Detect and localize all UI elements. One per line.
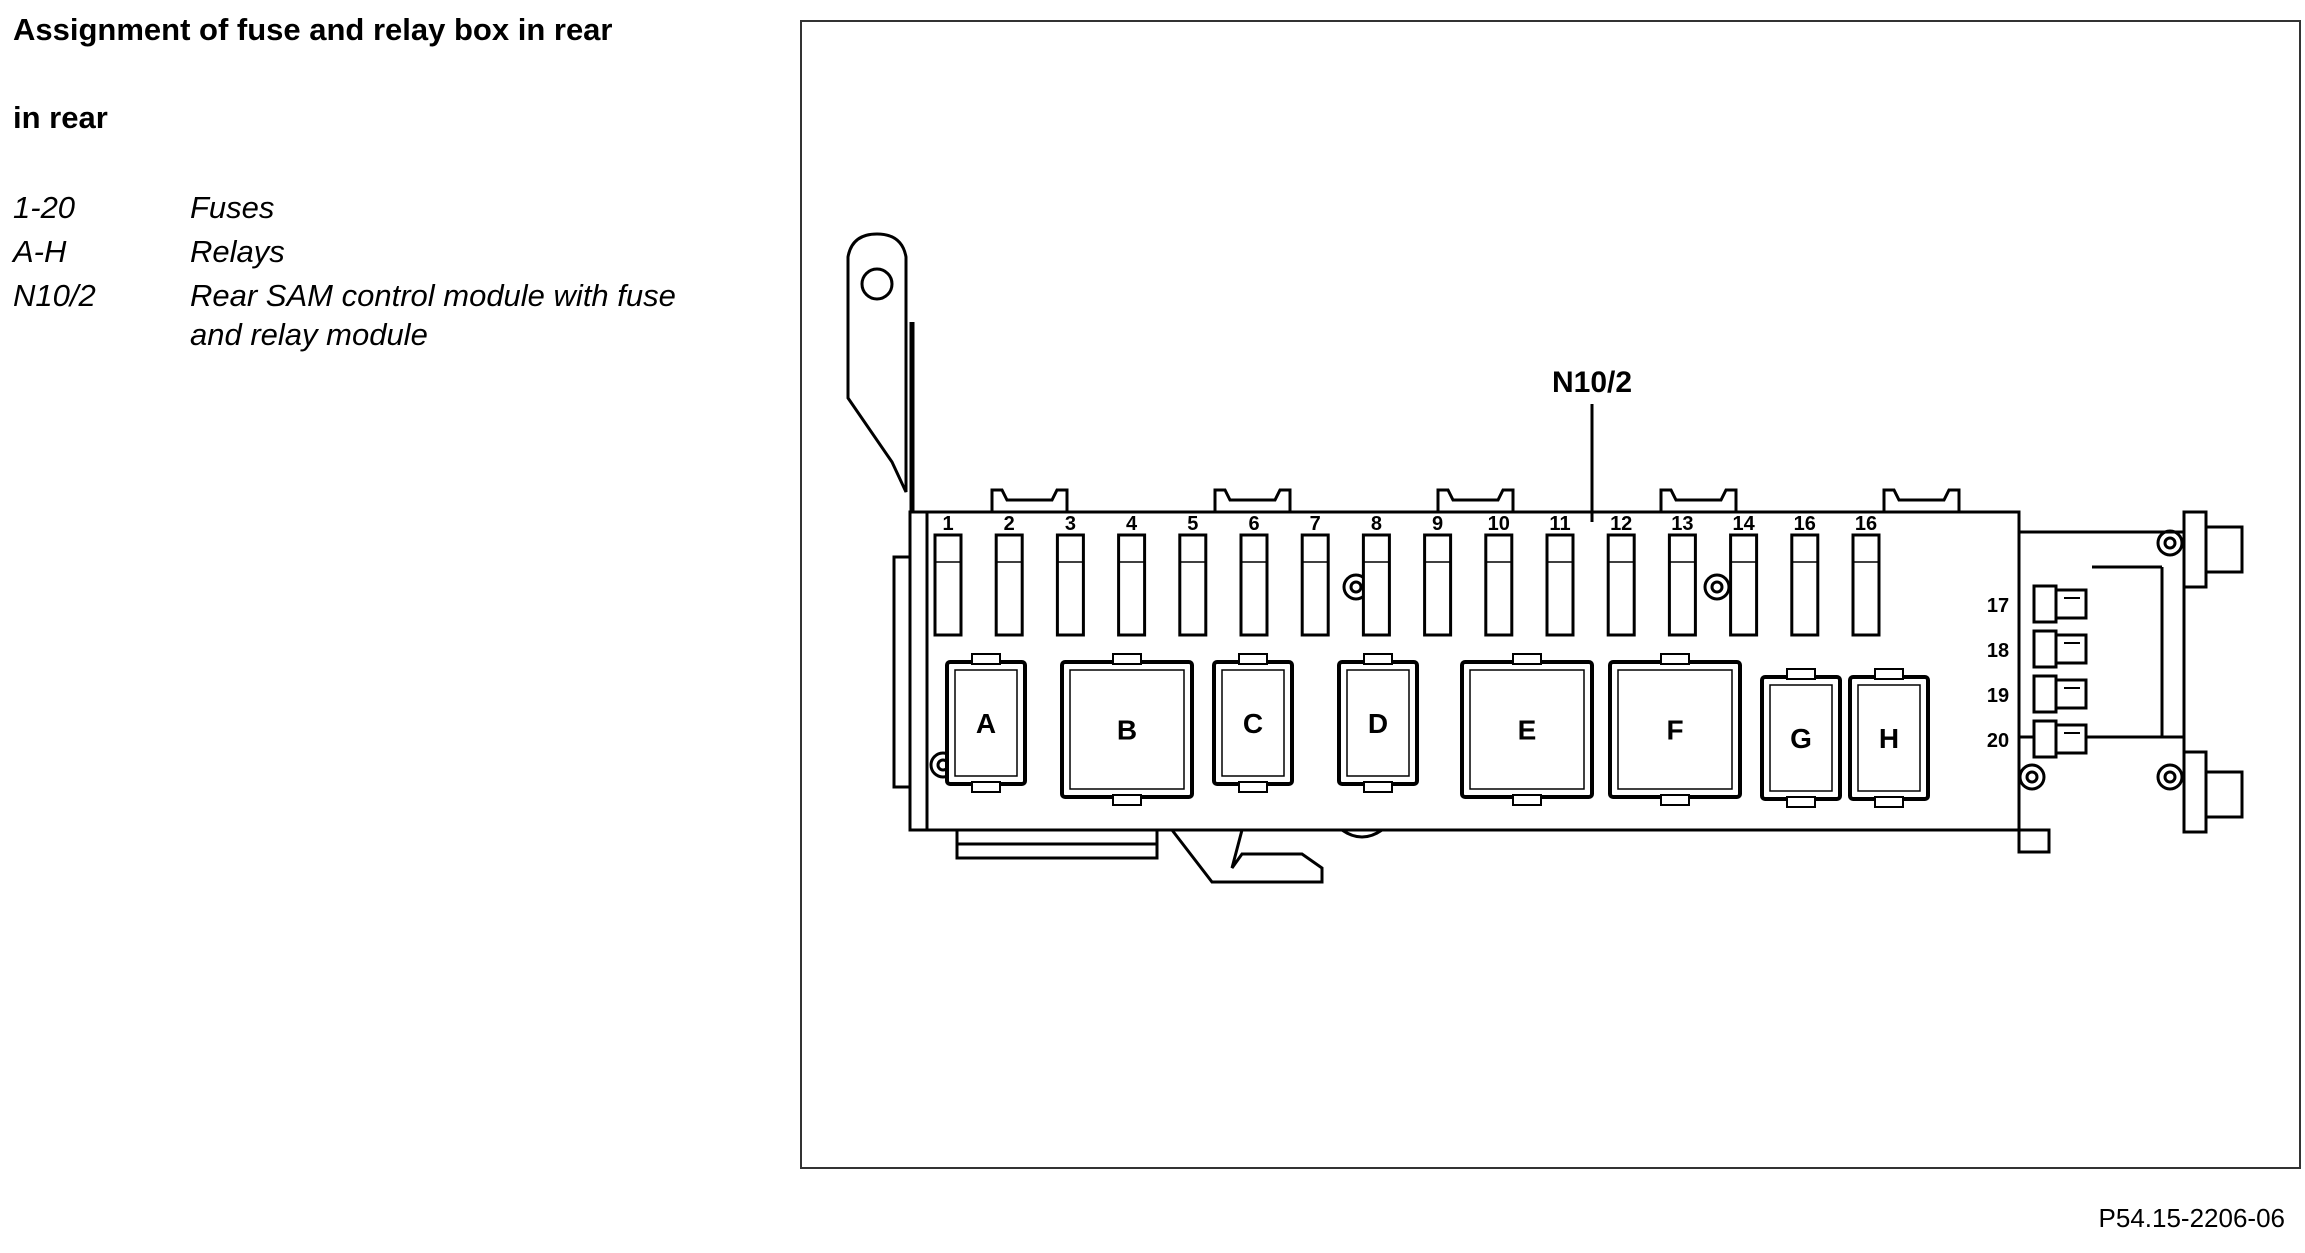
relay-a: A [945,653,1027,793]
fuse-label: 13 [1671,513,1693,535]
legend-item-fuses: 1-20 Fuses [13,186,710,230]
fuse-label: 7 [1310,513,1321,535]
fuse-label: 16 [1794,513,1816,535]
fuse-18: 18 [1987,629,2088,669]
relay-b: B [1060,653,1194,806]
fuse-label: 2 [1004,513,1015,535]
fuse-20: 20 [1987,719,2088,759]
relay-label: C [1243,708,1263,739]
fuse-label: 12 [1610,513,1632,535]
fuse-label: 18 [1987,640,2009,662]
legend-item-relays: A-H Relays [13,230,710,274]
fuse-label: 4 [1126,513,1138,535]
relay-h: H [1848,668,1930,808]
relay-e: E [1460,653,1594,806]
fuse-label: 17 [1987,595,2009,617]
fuse-label: 16 [1855,513,1877,535]
fuse-label: 19 [1987,685,2009,707]
bracket-hole [860,267,894,301]
relay-d: D [1337,653,1419,793]
fuse-9: 9 [1423,513,1453,637]
screw-icon [1703,573,1731,601]
legend-code: 1-20 [13,190,76,225]
legend-desc: Rear SAM control module with fuse and re… [190,278,676,352]
legend: 1-20 Fuses A-H Relays N10/2 Rear SAM con… [13,186,710,354]
relay-c: C [1212,653,1294,793]
relay-label: A [976,708,996,739]
relay-label: F [1666,715,1683,746]
fuse-label: 14 [1732,513,1755,535]
fuse-13: 13 [1667,513,1697,637]
relay-label: E [1518,715,1537,746]
fuse-1: 1 [933,513,963,637]
fuse-label: 1 [942,513,953,535]
fuse-8: 8 [1361,513,1391,637]
legend-desc: Fuses [190,190,275,225]
relay-label: B [1117,715,1137,746]
fuse-15: 16 [1790,513,1820,637]
fuse-5: 5 [1178,513,1208,637]
fuse-2: 2 [994,513,1024,637]
mounting-bracket [846,232,908,493]
fuse-19: 19 [1987,674,2088,714]
screw-icon [2156,529,2184,557]
relay-g: G [1760,668,1842,808]
legend-code: N10/2 [13,278,96,313]
fuse-label: 6 [1248,513,1259,535]
relay-f: F [1608,653,1742,806]
page-subtitle: in rear [13,100,108,135]
fuse-14: 14 [1729,513,1759,637]
fuse-16: 16 [1851,513,1881,637]
fuse-10: 10 [1484,513,1514,637]
legend-item-module: N10/2 Rear SAM control module with fuse … [13,274,710,354]
fuse-7: 7 [1300,513,1330,637]
screw-icon [2156,763,2184,791]
fuse-4: 4 [1117,513,1147,637]
page-title: Assignment of fuse and relay box in rear [13,12,613,47]
screw-icon [2018,763,2046,791]
figure-caption: P54.15-2206-06 [2098,1203,2285,1233]
fuse-17: 17 [1987,584,2088,624]
fuse-3: 3 [1055,513,1085,637]
fuse-label: 3 [1065,513,1076,535]
relay-label: D [1368,708,1388,739]
fuse-label: 11 [1549,513,1570,535]
fuse-12: 12 [1606,513,1636,637]
relay-label: H [1879,723,1899,754]
legend-desc: Relays [190,234,285,269]
fuse-11: 11 [1545,513,1575,637]
legend-code: A-H [13,234,67,269]
fuse-label: 20 [1987,730,2009,752]
fuse-label: 10 [1488,513,1510,535]
fuse-label: 8 [1371,513,1382,535]
fuse-6: 6 [1239,513,1269,637]
fuse-label: 9 [1432,513,1443,535]
module-label: N10/2 [1552,366,1632,399]
fuse-label: 5 [1187,513,1198,535]
relay-label: G [1790,723,1812,754]
